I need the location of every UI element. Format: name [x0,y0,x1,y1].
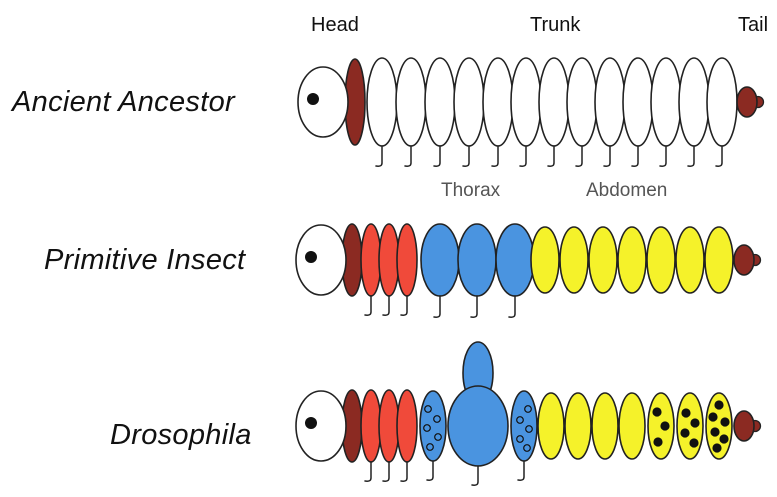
leg [471,296,477,317]
leg [576,146,582,166]
eye [305,251,317,263]
leg [520,146,526,166]
segment-abdomen [560,227,588,293]
dark-spot [715,401,723,409]
leg [434,146,440,166]
dark-spot [653,408,661,416]
body-plan-ancient-ancestor [298,58,764,166]
segment-abdomen [618,227,646,293]
leg [401,462,407,481]
leg [365,462,371,481]
leg [632,146,638,166]
leg [660,146,666,166]
tail [734,245,754,275]
segment-abdomen [589,227,617,293]
leg [492,146,498,166]
segment-trunk [651,58,681,146]
segment-abdomen [531,227,559,293]
segment-mouthpart [379,224,399,296]
segment-thorax [458,224,496,296]
segment-trunk [454,58,484,146]
leg [365,296,371,315]
leg [383,296,389,315]
leg [716,146,722,166]
segment-abdomen [676,227,704,293]
segment-abdomen [538,393,564,459]
eye [305,417,317,429]
head [296,225,346,295]
dark-spot [711,428,719,436]
dark-spot [721,418,729,426]
segment-abdomen [647,227,675,293]
segment-trunk [367,58,397,146]
segment-trunk [511,58,541,146]
segment-mouthpart [397,390,417,462]
leg [518,461,524,480]
segment-thorax [448,386,508,466]
leg [376,146,382,166]
tail [734,411,754,441]
segment-trunk [425,58,455,146]
segment-abdomen [677,393,703,459]
segment-trunk [567,58,597,146]
dark-spot [654,438,662,446]
dark-spot [713,444,721,452]
segment-thorax [511,391,537,461]
leg [472,466,478,485]
dark-spot [720,435,728,443]
segment-trunk [707,58,737,146]
dark-spot [681,429,689,437]
segment-trunk [396,58,426,146]
body-plan-primitive-insect [296,224,761,317]
segment-abdomen [592,393,618,459]
segment-trunk [595,58,625,146]
segment-mouthpart [379,390,399,462]
leg [401,296,407,315]
leg [405,146,411,166]
dark-spot [661,422,669,430]
dark-spot [682,409,690,417]
leg [688,146,694,166]
segment-thorax [421,224,459,296]
segment-abdomen [705,227,733,293]
head [298,67,348,137]
segment-mouthpart [361,224,381,296]
leg [509,296,515,317]
segment-trunk [539,58,569,146]
dark-spot [709,413,717,421]
dark-spot [691,419,699,427]
segment-trunk [483,58,513,146]
leg [463,146,469,166]
eye [307,93,319,105]
leg [548,146,554,166]
segment-trunk [623,58,653,146]
segment-mouthpart [397,224,417,296]
segment-thorax [496,224,534,296]
dark-spot [690,439,698,447]
segment-abdomen [619,393,645,459]
leg [434,296,440,317]
segment-trunk [679,58,709,146]
leg [383,462,389,481]
tail [737,87,757,117]
segment-mouthpart [361,390,381,462]
leg [604,146,610,166]
segment-abdomen [565,393,591,459]
leg [427,461,433,480]
head [296,391,346,461]
body-plan-drosophila [296,342,761,485]
